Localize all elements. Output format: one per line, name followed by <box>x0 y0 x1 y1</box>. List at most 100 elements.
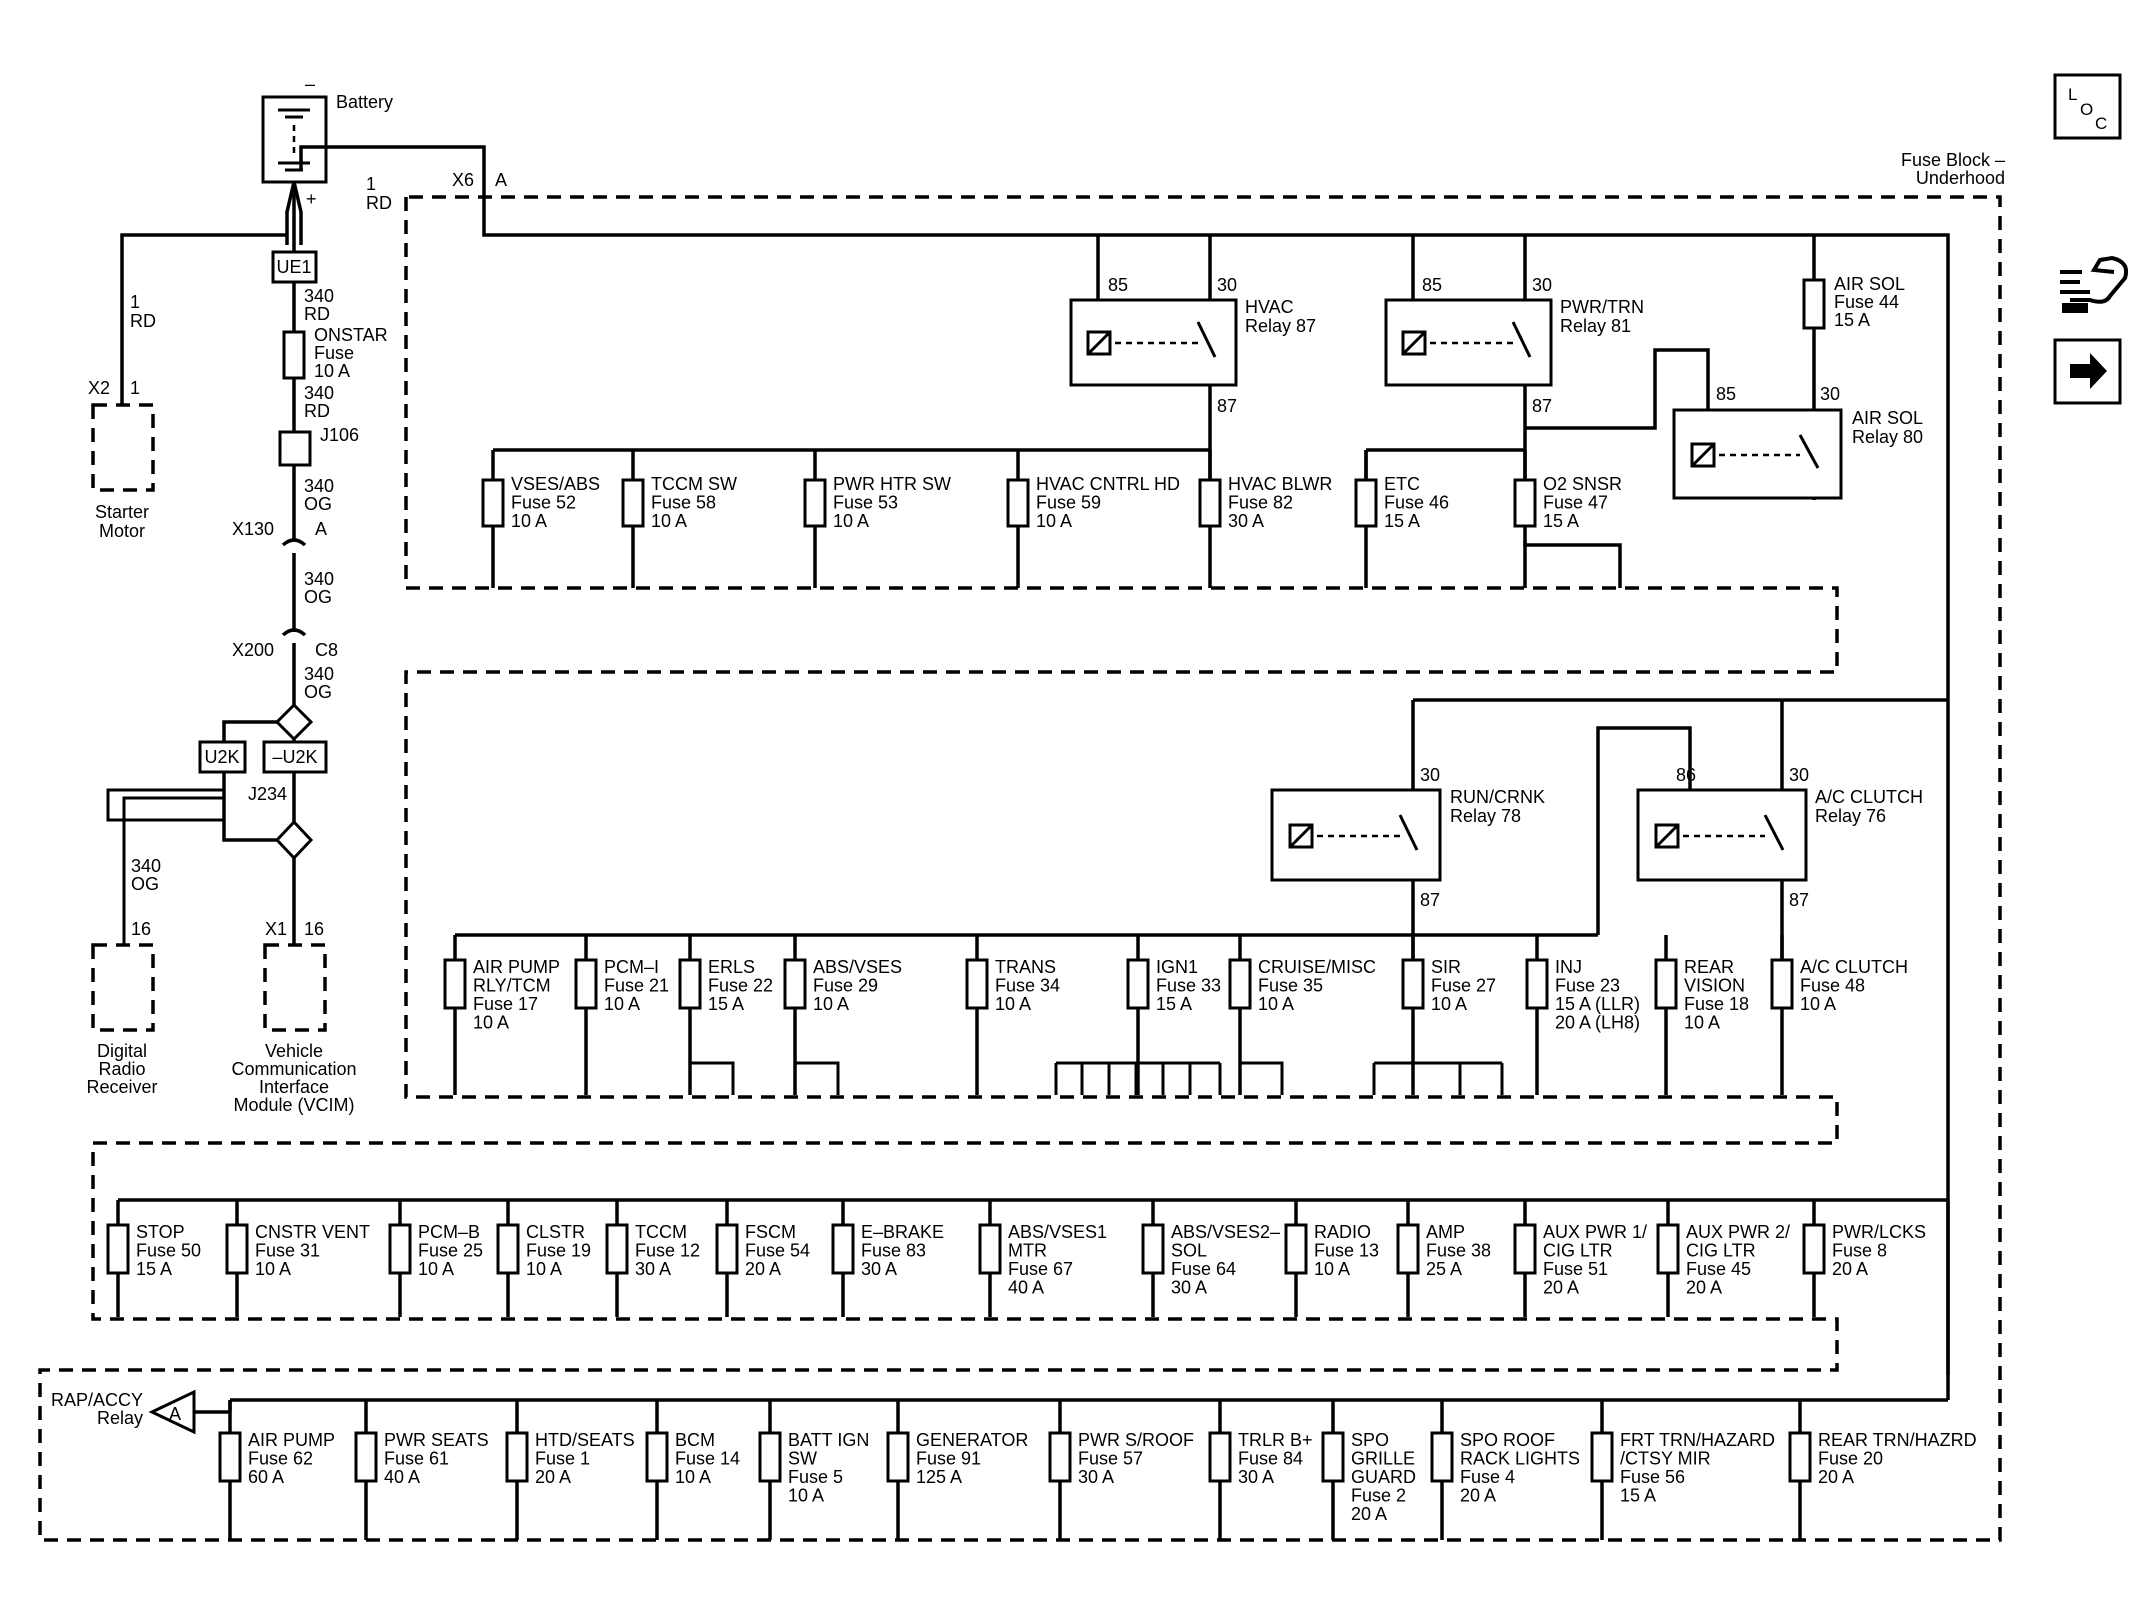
wire-e-color: OG <box>304 682 332 702</box>
air-sol-relay-number: Relay 80 <box>1852 427 1923 447</box>
fuse-symbol <box>505 1431 529 1483</box>
fuse-symbol <box>1048 1431 1072 1483</box>
splice-diamond-top <box>274 702 314 742</box>
loc-button[interactable]: L O C <box>2053 73 2122 140</box>
fuse-symbol <box>225 1223 249 1275</box>
wire-c-color: OG <box>304 494 332 514</box>
arrow-right-icon[interactable] <box>2053 338 2122 405</box>
x130-pin: A <box>315 519 327 539</box>
fuse-label-line: CIG LTR <box>1543 1241 1613 1261</box>
wire-f-num: 340 <box>131 856 161 876</box>
fuse-label-line: /CTSY MIR <box>1620 1449 1711 1469</box>
wiring <box>38 95 2002 1542</box>
starter-label-1: Starter <box>95 502 149 522</box>
fuse-label-line: GENERATOR <box>916 1430 1028 1450</box>
loc-l: L <box>2068 85 2077 104</box>
vcim-conn: X1 <box>265 919 287 939</box>
wire-f-color: OG <box>131 874 159 894</box>
vcim-box <box>263 943 327 1032</box>
fuse-label-line: 10 A <box>995 994 1031 1014</box>
fuse-label-line: TRLR B+ <box>1238 1430 1313 1450</box>
pwr-trn-pin-30: 30 <box>1532 275 1552 295</box>
fuse-label-line: Fuse 19 <box>526 1241 591 1261</box>
ac-clutch-pin-87: 87 <box>1789 890 1809 910</box>
fuse-label-line: 25 A <box>1426 1259 1462 1279</box>
fuse-label-line: REAR <box>1684 957 1734 977</box>
fuse-symbol <box>621 478 645 528</box>
radio-label-3: Receiver <box>86 1077 157 1097</box>
fuse-label-line: 10 A <box>526 1259 562 1279</box>
fuse-label-line: Fuse 29 <box>813 976 878 996</box>
fuse-label-line: SPO ROOF <box>1460 1430 1555 1450</box>
battery-minus: – <box>305 74 315 94</box>
wire-b-num: 340 <box>304 383 334 403</box>
x6-pin: A <box>495 170 507 190</box>
fuse-label-line: 10 A <box>1258 994 1294 1014</box>
fuse-label-line: ABS/VSES1 <box>1008 1222 1107 1242</box>
fuse-symbol <box>354 1431 378 1483</box>
fuse-label-line: 20 A <box>1832 1259 1868 1279</box>
pwr-trn-pin-85: 85 <box>1422 275 1442 295</box>
tools-icon[interactable] <box>2060 255 2129 313</box>
fuse-label-line: 30 A <box>1171 1278 1207 1298</box>
starter-wire-color: RD <box>130 311 156 331</box>
battery-label: Battery <box>336 92 393 112</box>
j234-label: J234 <box>248 784 287 804</box>
fuse-label-line: 20 A <box>1686 1278 1722 1298</box>
wire-a-color: RD <box>304 304 330 324</box>
fuse-label-line: 10 A <box>418 1259 454 1279</box>
wire-d-color: OG <box>304 587 332 607</box>
fuse-label-line: PWR HTR SW <box>833 474 951 494</box>
fuse-label-line: 40 A <box>384 1467 420 1487</box>
fuse-label-line: RLY/TCM <box>473 976 551 996</box>
fuse-symbol <box>443 958 467 1010</box>
fuse-label-line: TCCM SW <box>651 474 737 494</box>
fuse-symbol <box>1590 1431 1614 1483</box>
fuse-label-line: CNSTR VENT <box>255 1222 370 1242</box>
fuse-symbol <box>1656 1223 1680 1275</box>
fuse-label-line: 20 A <box>1351 1504 1387 1524</box>
fuse-label-line: 10 A <box>511 511 547 531</box>
ac-clutch-pin-86: 86 <box>1676 765 1696 785</box>
fuse-symbol <box>1802 1223 1826 1275</box>
run-crnk-pin-30: 30 <box>1420 765 1440 785</box>
fuse-label-line: CLSTR <box>526 1222 585 1242</box>
fuse-label-line: Fuse 45 <box>1686 1259 1751 1279</box>
fuse-symbol <box>1141 1223 1165 1275</box>
fuse-label-line: 10 A <box>473 1013 509 1033</box>
fuse-label-line: AMP <box>1426 1222 1465 1242</box>
fuse-label-line: 20 A <box>1543 1278 1579 1298</box>
hvac-pin-87: 87 <box>1217 396 1237 416</box>
fuse-label-line: BCM <box>675 1430 715 1450</box>
fuse-label-line: SOL <box>1171 1241 1207 1261</box>
starter-pin: 1 <box>130 378 140 398</box>
fuse-label-line: REAR TRN/HAZRD <box>1818 1430 1977 1450</box>
fuse-label-line: 15 A <box>1384 511 1420 531</box>
fuse-symbol <box>645 1431 669 1483</box>
fuse-label-line: 10 A <box>675 1467 711 1487</box>
fuse-label-line: 10 A <box>1684 1013 1720 1033</box>
fuse-symbol <box>388 1223 412 1275</box>
fuse-label-line: 20 A (LH8) <box>1555 1013 1640 1033</box>
fuse-label-line: Fuse 22 <box>708 976 773 996</box>
fuse-label-line: Fuse 13 <box>1314 1241 1379 1261</box>
air-sol-pin-85: 85 <box>1716 384 1736 404</box>
fuse-label-line: 10 A <box>813 994 849 1014</box>
vcim-label-4: Module (VCIM) <box>233 1095 354 1115</box>
fuse-label-line: 20 A <box>1460 1486 1496 1506</box>
fuse-label-line: GUARD <box>1351 1467 1416 1487</box>
fuse-symbol <box>1513 478 1537 528</box>
pwr-trn-relay-name: PWR/TRN <box>1560 297 1644 317</box>
radio-label-1: Digital <box>97 1041 147 1061</box>
